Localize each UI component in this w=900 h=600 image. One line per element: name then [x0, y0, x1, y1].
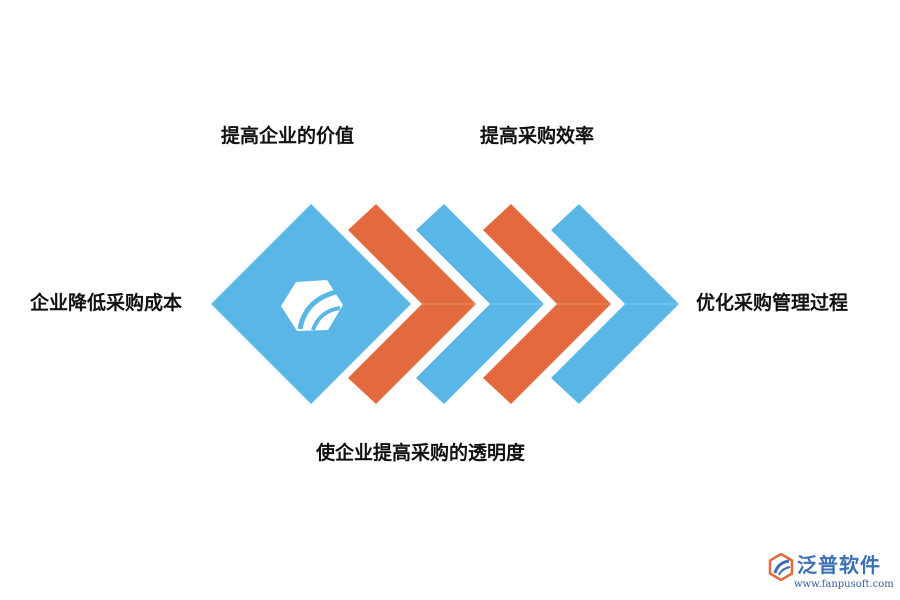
- chevron-1: [348, 204, 476, 404]
- chevron-4: [551, 204, 679, 404]
- fanpu-brand-icon: [768, 553, 794, 581]
- label-top-left: 提高企业的价值: [221, 125, 355, 147]
- label-bottom: 使企业提高采购的透明度: [316, 442, 526, 464]
- label-left: 企业降低采购成本: [30, 292, 183, 314]
- brand-watermark: 泛普软件 www.fanpusoft.com: [767, 553, 897, 593]
- brand-url: www.fanpusoft.com: [794, 579, 894, 590]
- label-top-right: 提高采购效率: [480, 125, 595, 147]
- chevron-3: [483, 204, 611, 404]
- brand-name: 泛普软件: [797, 553, 881, 577]
- chevron-2: [416, 204, 544, 404]
- fanpu-logo-icon: [281, 280, 343, 331]
- label-right: 优化采购管理过程: [696, 292, 849, 314]
